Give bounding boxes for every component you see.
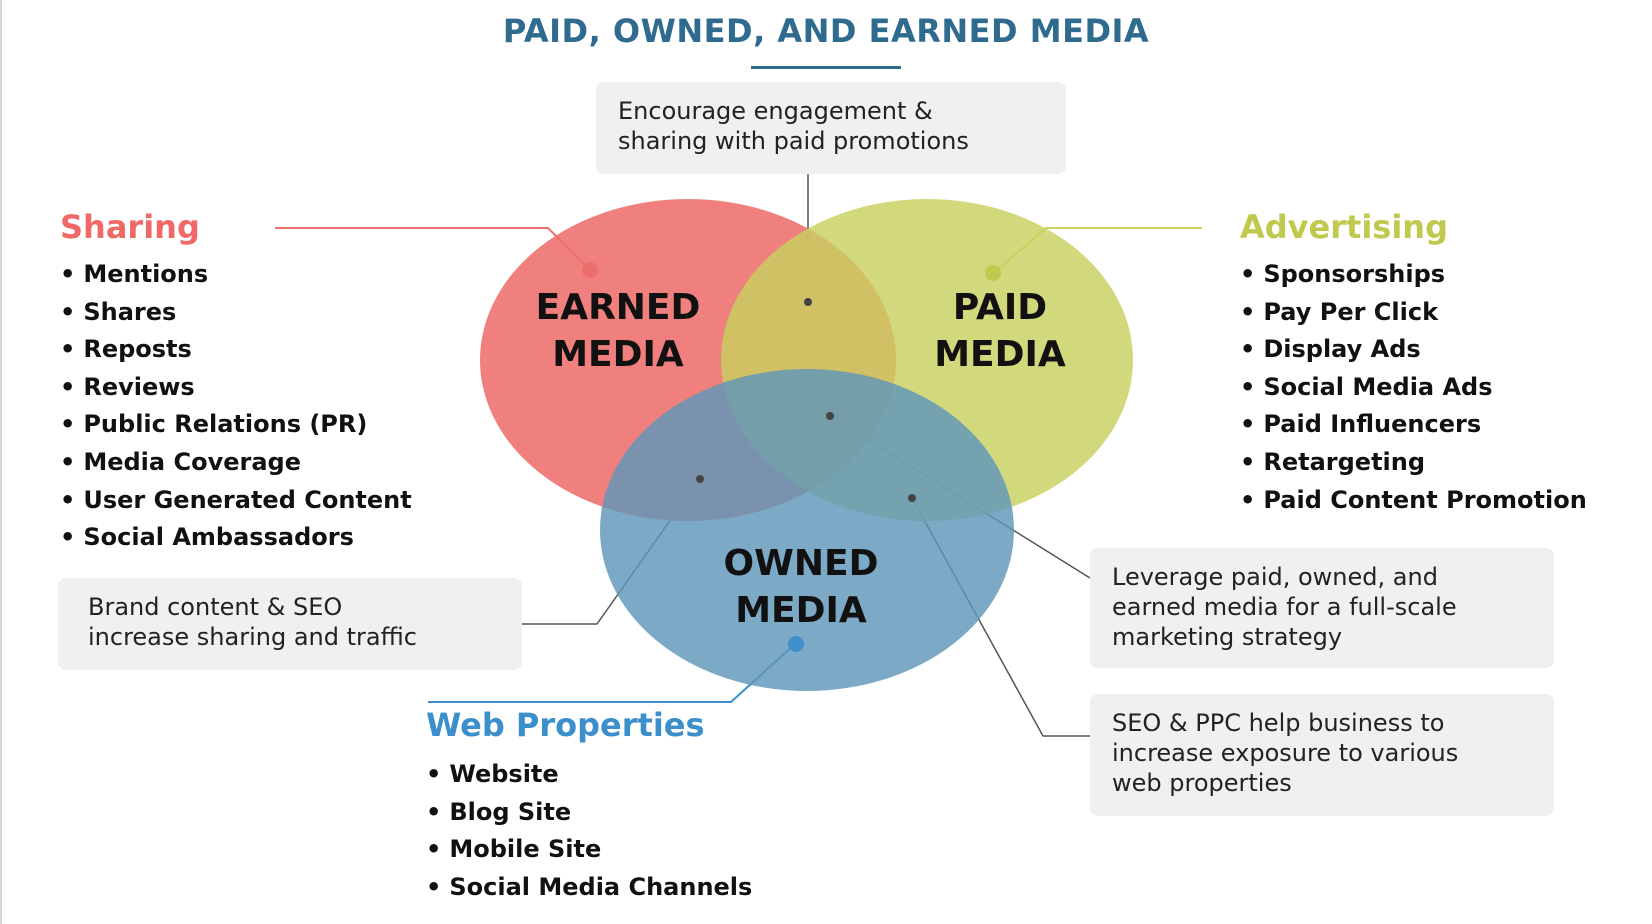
sharing-dot [582, 262, 598, 278]
list-item: Mobile Site [426, 831, 752, 869]
top-callout-dot [804, 298, 812, 306]
list-item: Mentions [60, 256, 412, 294]
list-item: Social Ambassadors [60, 519, 412, 557]
left-border [0, 0, 2, 924]
center-callout-dot [826, 412, 834, 420]
list-item: Public Relations (PR) [60, 406, 412, 444]
list-item: Paid Content Promotion [1240, 482, 1586, 520]
web-dot [788, 636, 804, 652]
list-item: Blog Site [426, 794, 752, 832]
list-item: Website [426, 756, 752, 794]
advertising-dot [985, 265, 1001, 281]
left-callout-dot [696, 475, 704, 483]
list-item: Display Ads [1240, 331, 1587, 369]
list-item: Retargeting [1240, 444, 1587, 482]
list-item: User Generated Content [60, 482, 411, 520]
sharing-heading: Sharing [60, 208, 200, 246]
list-item: Pay Per Click [1240, 294, 1587, 332]
list-item: Reposts [60, 331, 412, 369]
title-underline [751, 66, 901, 69]
list-item: Social Media Ads [1240, 369, 1587, 407]
list-item: Media Coverage [60, 444, 412, 482]
advertising-heading: Advertising [1240, 208, 1448, 246]
advertising-list: SponsorshipsPay Per ClickDisplay AdsSoci… [1240, 256, 1587, 520]
list-item: Paid Influencers [1240, 406, 1587, 444]
sharing-list: MentionsSharesRepostsReviewsPublic Relat… [60, 256, 412, 557]
owned-media-circle [600, 369, 1014, 691]
web-properties-heading: Web Properties [426, 706, 705, 744]
right2-callout-dot [908, 494, 916, 502]
web-properties-list: WebsiteBlog SiteMobile SiteSocial Media … [426, 756, 752, 906]
callout-top: Encourage engagement &sharing with paid … [596, 82, 1066, 174]
page-title: PAID, OWNED, AND EARNED MEDIA [502, 12, 1150, 50]
list-item: Reviews [60, 369, 412, 407]
list-item: Shares [60, 294, 412, 332]
list-item: Social Media Channels [426, 869, 752, 907]
list-item: Sponsorships [1240, 256, 1587, 294]
